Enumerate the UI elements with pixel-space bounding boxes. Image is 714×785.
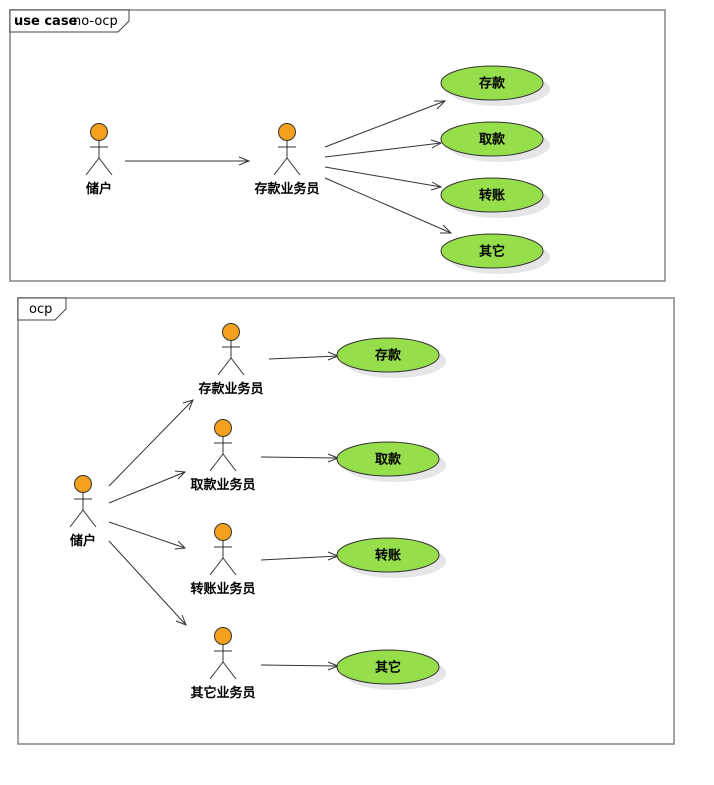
assoc-transfer-clerk-transfer (260, 551, 340, 561)
usecase-deposit: 存款 (336, 337, 446, 378)
usecase-other: 其它 (440, 233, 550, 274)
assoc-depositor-deposit-clerk (125, 156, 251, 166)
frame-ocp-name: ocp (29, 302, 52, 317)
actor-depositor: 储户 (69, 475, 97, 549)
frame-no-ocp-tab (9, 9, 130, 33)
actor-label: 存款业务员 (254, 181, 319, 197)
frame-ocp-border (17, 297, 675, 745)
usecase-oval (336, 337, 440, 373)
usecase-label: 存款 (375, 348, 402, 364)
assoc-deposit-clerk-transfer (324, 166, 443, 191)
actor-body (217, 340, 245, 376)
assoc-depositor-deposit-clerk (108, 399, 194, 487)
actor-body (209, 436, 237, 472)
frame-no-ocp-border (9, 9, 666, 282)
assoc-depositor-withdraw-clerk (108, 470, 187, 504)
actor-label: 储户 (85, 181, 112, 197)
usecase-oval (440, 233, 544, 269)
usecase-label: 转账 (479, 188, 505, 204)
actor-body (209, 644, 237, 680)
usecase-label: 取款 (479, 132, 506, 148)
usecase-transfer: 转账 (336, 537, 446, 578)
usecase-label: 取款 (375, 452, 402, 468)
actor-transfer-clerk: 转账业务员 (190, 523, 256, 597)
actor-head (278, 123, 296, 141)
assoc-deposit-clerk-deposit (324, 100, 447, 148)
usecase-label: 存款 (479, 76, 506, 92)
frame-no-ocp-name: no-ocp (73, 14, 118, 29)
actor-label: 储户 (69, 533, 96, 549)
actor-label: 其它业务员 (190, 685, 255, 701)
frame-ocp: ocp (17, 297, 675, 745)
actor-body (69, 492, 97, 528)
usecase-deposit: 存款 (440, 65, 550, 106)
usecase-other: 其它 (336, 649, 446, 690)
actor-label: 存款业务员 (198, 381, 263, 397)
assoc-deposit-clerk-withdraw (324, 139, 443, 158)
actor-body (209, 540, 237, 576)
actor-deposit-clerk: 存款业务员 (198, 323, 264, 397)
usecase-label: 其它 (375, 660, 401, 676)
actor-label: 转账业务员 (190, 581, 255, 597)
assoc-deposit-clerk-other (324, 177, 453, 234)
actor-head (214, 523, 232, 541)
usecase-oval (440, 65, 544, 101)
assoc-depositor-transfer-clerk (108, 521, 187, 550)
usecase-oval (336, 649, 440, 685)
assoc-deposit-clerk-deposit (268, 351, 340, 361)
actor-depositor: 储户 (85, 123, 113, 197)
usecase-oval (440, 177, 544, 213)
actor-deposit-clerk: 存款业务员 (254, 123, 320, 197)
assoc-depositor-other-clerk (108, 540, 187, 626)
actor-head (90, 123, 108, 141)
frame-ocp-associations (108, 351, 340, 671)
usecase-oval (336, 441, 440, 477)
frame-no-ocp-associations (125, 100, 453, 234)
frame-no-ocp: use case no-ocp (9, 9, 666, 282)
usecase-oval (440, 121, 544, 157)
actor-head (222, 323, 240, 341)
actor-label: 取款业务员 (190, 477, 255, 493)
usecase-withdraw: 取款 (336, 441, 446, 482)
usecase-label: 转账 (375, 548, 401, 564)
usecase-label: 其它 (479, 244, 505, 260)
frame-ocp-tab (17, 297, 67, 321)
assoc-other-clerk-other (260, 661, 340, 671)
usecase-oval (336, 537, 440, 573)
usecase-withdraw: 取款 (440, 121, 550, 162)
actor-body (85, 140, 113, 176)
usecase-transfer: 转账 (440, 177, 550, 218)
actor-head (74, 475, 92, 493)
frame-no-ocp-keyword: use case (14, 14, 78, 29)
assoc-withdraw-clerk-withdraw (260, 453, 340, 463)
actor-other-clerk: 其它业务员 (190, 627, 256, 701)
actor-body (273, 140, 301, 176)
actor-withdraw-clerk: 取款业务员 (190, 419, 256, 493)
actor-head (214, 627, 232, 645)
actor-head (214, 419, 232, 437)
